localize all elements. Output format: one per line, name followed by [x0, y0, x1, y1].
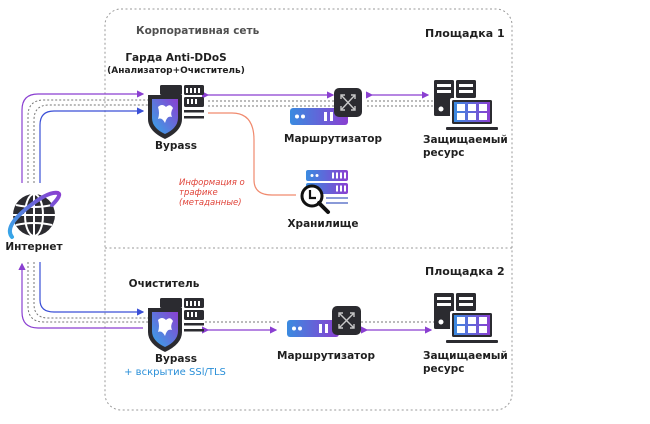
link-metadata: [208, 112, 296, 196]
router-icon: [290, 88, 362, 125]
link-internet-site1-dotted-outer: [27, 99, 148, 183]
router-icon: [287, 306, 361, 337]
guard-1-subtitle: (Анализатор+Очиститель): [107, 66, 245, 76]
metadata-note-line3: (метаданные): [179, 198, 242, 208]
resource-1-label: Защищаемый ресурс: [423, 134, 508, 160]
site-2-label: Площадка 2: [425, 265, 505, 278]
guard-1-title: Гарда Anti-DDoS: [125, 52, 227, 64]
cleaner-guard-icon: [148, 298, 204, 352]
link-internet-site1-blue: [39, 107, 145, 183]
protected-resource-icon: [434, 80, 498, 130]
storage-label: Хранилище: [287, 218, 359, 230]
link-internet-site2-blue: [39, 262, 145, 316]
storage-icon: [300, 170, 348, 214]
protected-resource-icon: [434, 293, 498, 343]
link-internet-site2-dotted-inner: [33, 262, 148, 319]
anti-ddos-guard-icon: [148, 85, 204, 139]
link-internet-site1-dotted-inner: [33, 104, 148, 183]
metadata-note-line2: трафике: [179, 188, 218, 198]
guard-2-title: Очиститель: [128, 278, 200, 290]
metadata-note-line1: Информация о: [179, 178, 245, 188]
internet-label: Интернет: [5, 241, 63, 253]
guard-1-mode: Bypass: [155, 140, 197, 152]
resource-2-line2: ресурс: [423, 363, 465, 375]
link-internet-site2-purple: [18, 262, 143, 329]
metadata-note: Информация о трафике (метаданные): [179, 178, 245, 208]
router-1-label: Маршрутизатор: [283, 133, 383, 145]
corporate-network-boundary: [104, 8, 513, 411]
resource-2-line1: Защищаемый: [423, 350, 508, 362]
router-2-label: Маршрутизатор: [276, 350, 376, 362]
guard-2-extra: + вскрытие SSl/TLS: [124, 367, 226, 378]
resource-1-line1: Защищаемый: [423, 134, 508, 146]
link-internet-site2-dotted-outer: [27, 262, 148, 323]
guard-2-mode: Bypass: [155, 353, 197, 365]
resource-2-label: Защищаемый ресурс: [423, 350, 508, 376]
internet-globe-icon: [7, 190, 62, 239]
resource-1-line2: ресурс: [423, 147, 465, 159]
site-1-label: Площадка 1: [425, 27, 505, 40]
corporate-network-label: Корпоративная сеть: [136, 25, 260, 37]
link-internet-site1-purple: [21, 90, 145, 183]
